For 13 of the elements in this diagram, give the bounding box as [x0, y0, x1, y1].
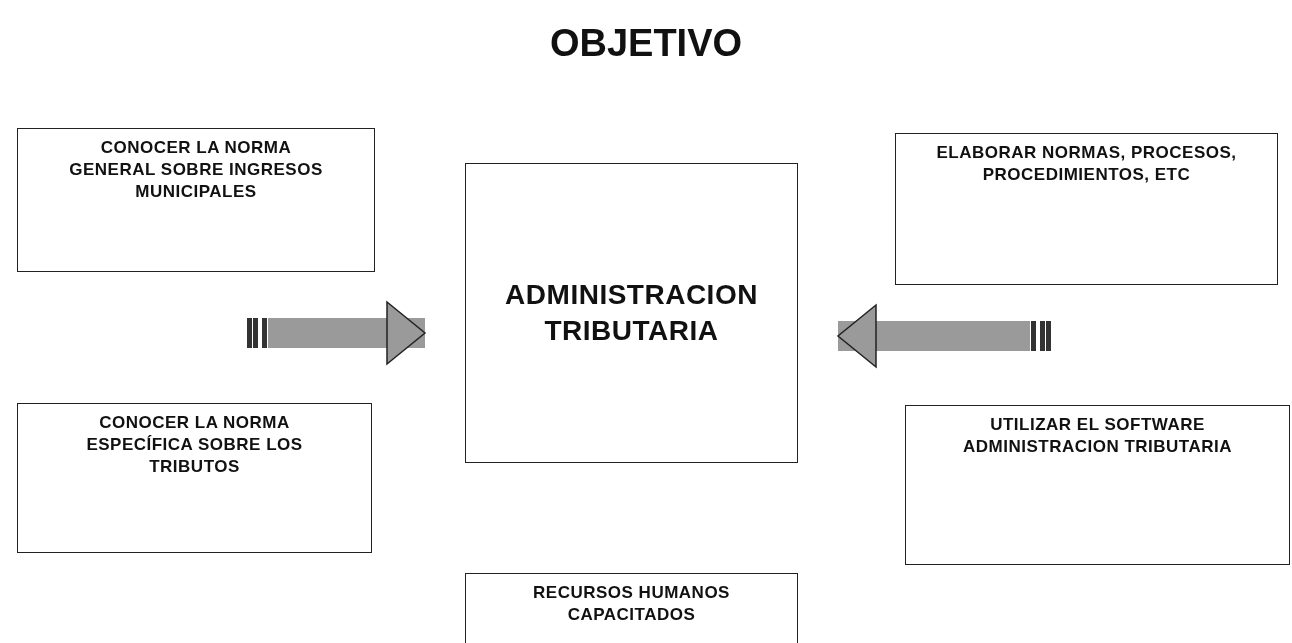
- text-box: [465, 573, 798, 643]
- box-text: CONOCER LA NORMA ESPECÍFICA SOBRE LOS TRIBUTOS: [85, 412, 304, 478]
- box-text: RECURSOS HUMANOS CAPACITADOS: [532, 582, 731, 626]
- box-text: ADMINISTRACION TRIBUTARIA: [504, 278, 759, 348]
- box-text: CONOCER LA NORMA GENERAL SOBRE INGRESOS MUNICIPALES: [68, 137, 324, 203]
- box-text: ELABORAR NORMAS, PROCESOS, PROCEDIMIENTOS, ETC: [935, 142, 1238, 186]
- text-box: [465, 163, 798, 463]
- title: OBJETIVO: [548, 22, 744, 65]
- text-box: [905, 405, 1290, 565]
- text-box: [895, 133, 1278, 285]
- text-box: [17, 403, 372, 553]
- box-text: UTILIZAR EL SOFTWARE ADMINISTRACION TRIBUTARIA: [961, 414, 1234, 458]
- text-box: [17, 128, 375, 272]
